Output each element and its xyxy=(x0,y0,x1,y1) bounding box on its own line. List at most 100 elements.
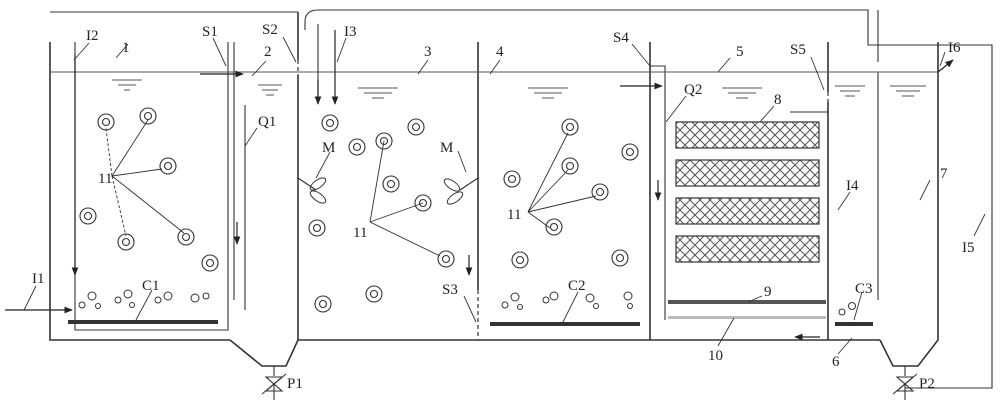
bubble xyxy=(87,291,97,301)
tank-1-wall xyxy=(49,42,230,341)
bubble xyxy=(123,289,133,299)
bubble xyxy=(623,291,633,301)
carrier xyxy=(201,254,219,272)
aerators xyxy=(68,320,873,326)
carrier xyxy=(97,113,115,131)
label-c3: C3 xyxy=(855,281,873,297)
carrier xyxy=(503,170,521,188)
label-1: 1 xyxy=(122,40,130,56)
carrier xyxy=(414,194,432,212)
label-4: 4 xyxy=(496,44,504,60)
label-m-right: M xyxy=(440,140,453,156)
membrane-sheet-2 xyxy=(675,159,820,187)
bubble xyxy=(542,296,550,304)
carrier xyxy=(177,228,195,246)
bubble xyxy=(501,301,509,309)
label-p2: P2 xyxy=(919,376,935,392)
carrier xyxy=(321,114,339,132)
label-9: 9 xyxy=(764,284,772,300)
water-symbol-7 xyxy=(890,85,926,97)
tank-structure xyxy=(49,10,939,367)
label-11-c: 11 xyxy=(507,207,521,223)
bubble xyxy=(838,308,846,316)
label-11-b: 11 xyxy=(353,225,367,241)
bubble xyxy=(585,293,595,303)
aerator-c3 xyxy=(835,322,873,326)
carrier xyxy=(437,250,455,268)
label-s5: S5 xyxy=(790,42,806,58)
bubble xyxy=(95,303,101,309)
carrier xyxy=(117,233,135,251)
water-symbol-3 xyxy=(358,87,398,99)
bubble xyxy=(78,301,86,309)
carrier xyxy=(561,157,579,175)
carrier xyxy=(591,183,609,201)
bubble xyxy=(202,292,210,300)
label-6: 6 xyxy=(832,354,840,370)
leader-11a xyxy=(111,119,185,234)
label-i4: I4 xyxy=(846,178,859,194)
carrier xyxy=(407,118,425,136)
label-m-left: M xyxy=(322,140,335,156)
valve-p1 xyxy=(261,366,287,400)
carrier xyxy=(382,175,400,193)
label-q2: Q2 xyxy=(684,82,702,98)
aerator-c1 xyxy=(68,320,218,324)
carrier xyxy=(365,285,383,303)
arrow-i6 xyxy=(937,59,954,73)
label-i2: I2 xyxy=(86,28,99,44)
water-symbol-5 xyxy=(722,87,762,99)
carrier xyxy=(545,218,563,236)
label-i5: I5 xyxy=(962,240,975,256)
carrier xyxy=(611,249,629,267)
label-2: 2 xyxy=(264,44,272,60)
water-symbol-6 xyxy=(835,85,865,97)
label-i6: I6 xyxy=(948,40,961,56)
label-7: 7 xyxy=(940,166,948,182)
membrane-sheet-4 xyxy=(675,235,820,263)
label-s1: S1 xyxy=(202,24,218,40)
water-symbol-2 xyxy=(258,84,282,96)
water-symbol-1 xyxy=(112,79,142,91)
carrier xyxy=(561,118,579,136)
label-s2: S2 xyxy=(262,22,278,38)
label-10: 10 xyxy=(708,348,723,364)
label-i3: I3 xyxy=(344,24,357,40)
bubble xyxy=(593,303,599,309)
label-s4: S4 xyxy=(613,30,629,46)
membrane-sheet-1 xyxy=(675,121,820,149)
bubble xyxy=(129,302,135,308)
membrane-module xyxy=(668,121,826,319)
water-symbol-4 xyxy=(528,87,568,99)
label-s3: S3 xyxy=(442,282,458,298)
carrier xyxy=(375,132,393,150)
bubble xyxy=(848,302,856,310)
bubbles xyxy=(78,289,856,316)
carrier xyxy=(348,138,366,156)
label-5: 5 xyxy=(736,44,744,60)
leader-11a-dash xyxy=(105,127,127,237)
pipe-i5 xyxy=(304,9,993,389)
bubble xyxy=(163,291,173,301)
support-plate-9 xyxy=(668,300,826,304)
carrier xyxy=(621,143,639,161)
carrier-leaders xyxy=(105,119,597,257)
valves xyxy=(261,366,918,400)
carrier xyxy=(511,251,529,269)
bubble xyxy=(154,296,162,304)
bubble xyxy=(549,291,559,301)
carrier xyxy=(79,207,97,225)
bubble xyxy=(517,304,523,310)
label-8: 8 xyxy=(774,92,782,108)
carrier xyxy=(314,295,332,313)
mixer-left xyxy=(297,177,327,204)
aerator-c2 xyxy=(490,322,640,326)
membrane-sheet-3 xyxy=(675,197,820,225)
carrier xyxy=(308,219,326,237)
flow-arrows xyxy=(5,55,954,341)
recirculation-pipes xyxy=(304,9,993,389)
leader-11b xyxy=(369,140,441,257)
carriers xyxy=(79,107,639,313)
label-3: 3 xyxy=(424,44,432,60)
